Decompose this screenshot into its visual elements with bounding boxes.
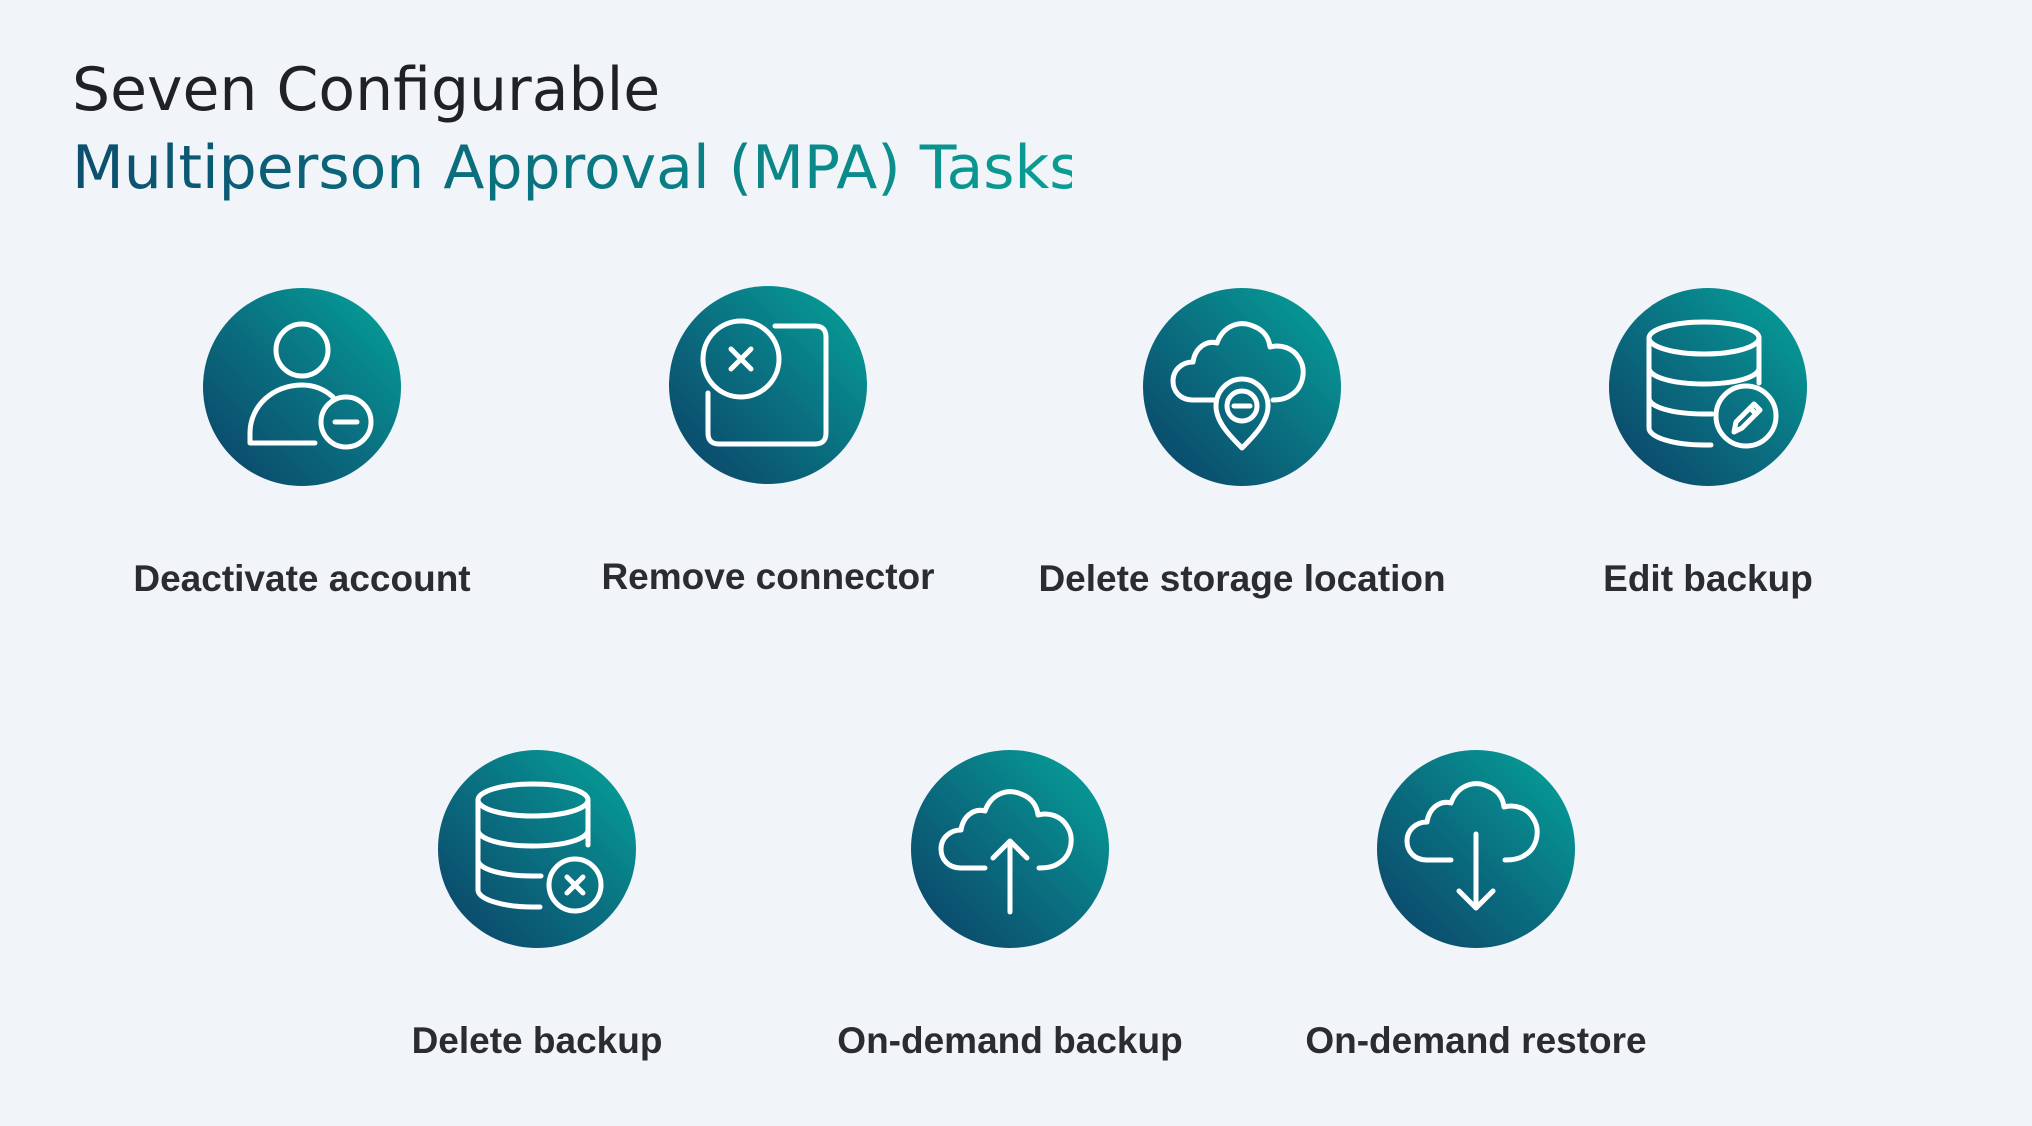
task-circle — [438, 750, 636, 948]
task-label: On-demand restore — [1305, 1020, 1647, 1061]
cloud-download-icon — [1404, 781, 1540, 911]
task-circle — [911, 750, 1109, 948]
cloud-location-minus-icon — [1170, 321, 1306, 451]
database-delete-icon — [475, 781, 604, 914]
task-label: Edit backup — [1603, 558, 1813, 599]
task-delete-storage-location: Delete storage location — [1012, 288, 1472, 600]
svg-text:Multiperson Approval (MPA) Tas: Multiperson Approval (MPA) Tasks — [72, 133, 1072, 203]
task-deactivate-account: Deactivate account — [72, 288, 532, 600]
task-on-demand-restore: On-demand restore — [1246, 750, 1706, 1062]
task-label: Deactivate account — [133, 558, 471, 599]
title-line-2: Multiperson Approval (MPA) Tasks — [72, 133, 1072, 203]
task-label: Delete storage location — [1038, 558, 1446, 599]
slide-title: Seven Configurable Multiperson Approval … — [72, 52, 1072, 208]
user-minus-icon — [247, 321, 374, 450]
title-line-1: Seven Configurable — [72, 55, 661, 125]
task-circle — [1609, 288, 1807, 486]
task-delete-backup: Delete backup — [307, 750, 767, 1062]
cloud-upload-icon — [938, 789, 1074, 915]
task-on-demand-backup: On-demand backup — [780, 750, 1240, 1062]
connector-remove-icon — [700, 318, 829, 447]
task-circle — [1377, 750, 1575, 948]
task-remove-connector: Remove connector — [538, 286, 998, 598]
task-edit-backup: Edit backup — [1478, 288, 1938, 600]
task-circle — [1143, 288, 1341, 486]
task-label: On-demand backup — [837, 1020, 1183, 1061]
task-circle — [669, 286, 867, 484]
task-label: Delete backup — [411, 1020, 663, 1061]
task-label: Remove connector — [601, 556, 935, 597]
database-edit-icon — [1646, 319, 1779, 449]
task-circle — [203, 288, 401, 486]
